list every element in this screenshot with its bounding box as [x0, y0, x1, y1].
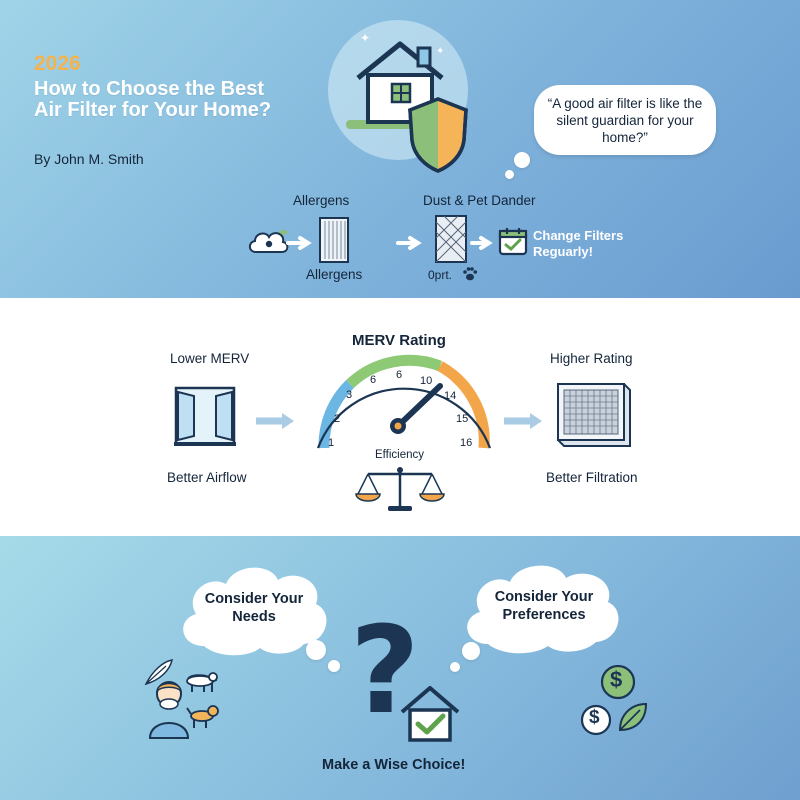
better-airflow-label: Better Airflow [167, 470, 247, 485]
quote-text: “A good air filter is like the silent gu… [547, 95, 703, 145]
thought-dot [306, 640, 326, 660]
gauge-tick: 2 [334, 413, 341, 425]
change-filters-label: Change Filters Reguarly! [533, 228, 624, 259]
thought-dot [450, 662, 460, 672]
leaf-icon [618, 702, 648, 732]
thought-cloud [183, 567, 327, 656]
gauge-tick: 16 [460, 437, 473, 449]
gauge-tick: 6 [370, 374, 377, 386]
gauge-tick: 1 [328, 437, 335, 449]
window-icon [174, 386, 236, 446]
calendar-check-icon [498, 228, 528, 256]
allergens-top-label: Allergens [293, 193, 350, 208]
person-sneezing-icon [148, 681, 190, 739]
arrow-icon [286, 236, 312, 250]
thought-dot [462, 642, 480, 660]
year-label: 2026 [34, 52, 81, 75]
dollar-icon [580, 704, 612, 736]
dollar-icon [600, 664, 636, 700]
lower-merv-label: Lower MERV [170, 351, 250, 366]
svg-text:✦: ✦ [360, 31, 370, 45]
merv-section: Lower MERV Higher Rating Better Airflow … [0, 298, 800, 536]
filter-icon [319, 217, 349, 263]
thought-dot [505, 170, 514, 179]
top-section: 2026 How to Choose the Best Air Filter f… [0, 0, 800, 298]
feather-icon [144, 659, 173, 686]
dust-pet-label: Dust & Pet Dander [423, 193, 536, 208]
gauge-tick: 15 [456, 413, 469, 425]
allergens-bottom-label: Allergens [306, 267, 363, 282]
shield-icon [408, 97, 468, 173]
thought-dot [514, 152, 530, 168]
gauge-tick: 6 [396, 369, 403, 381]
dog-icon [186, 705, 219, 728]
gauge-tick: 3 [346, 389, 353, 401]
consider-needs-text: Consider Your Needs [204, 591, 304, 625]
make-wise-choice-label: Make a Wise Choice! [322, 757, 466, 773]
consider-preferences-text: Consider Your Preferences [494, 589, 594, 623]
oprt-label: 0prt. [428, 268, 453, 282]
thought-cloud [467, 565, 619, 654]
house-icon: ✦ ✦ [328, 20, 468, 160]
arrow-icon [504, 413, 542, 429]
byline: By John M. Smith [34, 151, 144, 167]
arrow-icon [470, 236, 493, 250]
better-filtration-label: Better Filtration [546, 470, 638, 485]
cloud-allergen-icon [248, 229, 289, 253]
higher-rating-label: Higher Rating [550, 351, 633, 366]
choice-section: Consider Your Needs Consider Your Prefer… [0, 536, 800, 800]
thought-dot [328, 660, 340, 672]
arrow-icon [396, 236, 422, 250]
gauge-tick: 14 [444, 390, 457, 402]
svg-text:✦: ✦ [436, 46, 444, 57]
merv-title: MERV Rating [352, 332, 446, 349]
page-title: How to Choose the Best Air Filter for Yo… [34, 78, 272, 121]
dollar-symbol: $ [610, 667, 623, 692]
scale-icon [355, 467, 445, 511]
question-mark-icon: ? [350, 602, 420, 741]
filter-icon [557, 383, 631, 447]
gauge-icon [316, 354, 492, 449]
pet-paw-icon [463, 267, 478, 281]
dog-icon [186, 672, 218, 692]
quote-bubble: “A good air filter is like the silent gu… [534, 85, 716, 155]
arrow-icon [256, 413, 294, 429]
home-check-icon [400, 686, 460, 742]
dollar-symbol: $ [589, 707, 600, 728]
filter-icon [435, 215, 467, 263]
gauge-tick: 10 [420, 375, 433, 387]
efficiency-label: Efficiency [375, 449, 425, 461]
